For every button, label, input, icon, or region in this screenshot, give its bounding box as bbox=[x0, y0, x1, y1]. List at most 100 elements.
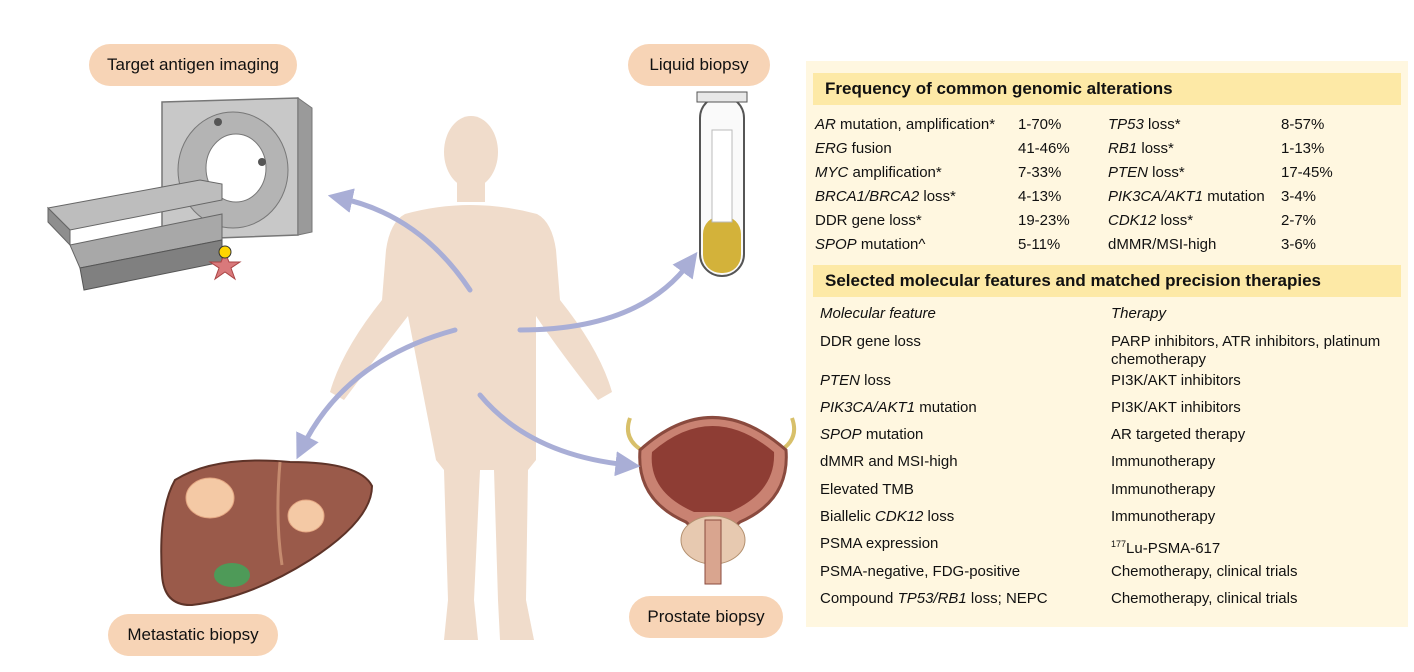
frequency-value: 4-13% bbox=[1018, 188, 1062, 205]
feature-text: loss; NEPC bbox=[966, 590, 1048, 607]
gene-name: BRCA1/BRCA2 bbox=[815, 188, 920, 205]
human-body-silhouette bbox=[330, 116, 612, 640]
frequency-value: 19-23% bbox=[1018, 212, 1070, 229]
gene-name: MYC bbox=[815, 164, 849, 181]
alteration-text: amplification* bbox=[848, 164, 942, 181]
alteration-frequency: 3-6% bbox=[1281, 236, 1316, 254]
alteration-name: BRCA1/BRCA2 loss* bbox=[815, 188, 956, 206]
gene-name: PTEN bbox=[1108, 164, 1149, 181]
alteration-text: loss* bbox=[1143, 116, 1181, 133]
alteration-frequency: 3-4% bbox=[1281, 188, 1316, 206]
alteration-frequency: 41-46% bbox=[1018, 140, 1070, 158]
gene-name: PIK3CA/AKT1 bbox=[820, 399, 916, 416]
therapy-text: Immunotherapy bbox=[1111, 508, 1216, 525]
alteration-frequency: 5-11% bbox=[1018, 236, 1060, 254]
alteration-name: TP53 loss* bbox=[1108, 116, 1181, 134]
therapy-text: AR targeted therapy bbox=[1111, 426, 1246, 443]
molecular-feature: SPOP mutation bbox=[820, 426, 923, 444]
therapy-text: PARP inhibitors, ATR inhibitors, platinu… bbox=[1111, 333, 1381, 350]
molecular-feature: PSMA-negative, FDG-positive bbox=[820, 563, 1020, 581]
therapy: AR targeted therapy bbox=[1111, 426, 1245, 444]
feature-text: mutation bbox=[861, 426, 924, 443]
illustration bbox=[46, 91, 797, 640]
alteration-name: MYC amplification* bbox=[815, 164, 942, 182]
arrow-to-metastatic-biopsy bbox=[296, 327, 458, 460]
liver-illustration bbox=[160, 459, 374, 607]
alteration-text: fusion bbox=[847, 140, 892, 157]
molecular-feature: PTEN loss bbox=[820, 372, 891, 390]
feature-text: mutation bbox=[915, 399, 977, 416]
molecular-feature: dMMR and MSI-high bbox=[820, 453, 958, 471]
therapy-text: Chemotherapy, clinical trials bbox=[1111, 590, 1298, 607]
therapy-text: Immunotherapy bbox=[1111, 481, 1216, 498]
gene-name: RB1 bbox=[1108, 140, 1138, 157]
alteration-text: mutation bbox=[1203, 188, 1265, 205]
alteration-text: mutation, amplification* bbox=[835, 116, 996, 133]
alteration-frequency: 1-70% bbox=[1018, 116, 1061, 134]
frequency-value: 41-46% bbox=[1018, 140, 1070, 157]
alteration-text: loss* bbox=[1148, 164, 1185, 181]
therapy: PARP inhibitors, ATR inhibitors, platinu… bbox=[1111, 333, 1380, 351]
frequency-value: 17-45% bbox=[1281, 164, 1333, 181]
gene-name: CDK12 bbox=[875, 508, 924, 525]
feature-text: DDR gene loss bbox=[820, 333, 921, 350]
prostate-biopsy-label: Prostate biopsy bbox=[629, 596, 783, 638]
alteration-text: DDR gene loss* bbox=[815, 212, 922, 229]
metastatic-biopsy-label: Metastatic biopsy bbox=[108, 614, 278, 656]
therapy-column-header: Therapy bbox=[1111, 305, 1167, 322]
feature-text: loss bbox=[860, 372, 891, 389]
therapy: Immunotherapy bbox=[1111, 453, 1215, 471]
feature-text: Compound bbox=[820, 590, 898, 607]
alteration-text: dMMR/MSI-high bbox=[1108, 236, 1217, 253]
therapy: PI3K/AKT inhibitors bbox=[1111, 399, 1241, 417]
info-panel bbox=[806, 61, 1408, 627]
frequency-value: 3-4% bbox=[1281, 188, 1317, 205]
molecular-feature: Compound TP53/RB1 loss; NEPC bbox=[820, 590, 1048, 608]
alteration-text: loss* bbox=[1156, 212, 1194, 229]
arrow-to-imaging bbox=[327, 188, 473, 293]
workflow-arrows bbox=[296, 188, 698, 477]
alteration-name: SPOP mutation^ bbox=[815, 236, 925, 254]
gene-name: AR bbox=[815, 116, 836, 133]
gene-name: TP53/RB1 bbox=[897, 590, 967, 607]
liquid-biopsy-tube-illustration bbox=[696, 91, 748, 277]
therapy-text: PI3K/AKT inhibitors bbox=[1111, 399, 1241, 416]
therapy: Chemotherapy, clinical trials bbox=[1111, 563, 1297, 581]
feature-text: Elevated TMB bbox=[820, 481, 914, 498]
liquid-biopsy-label: Liquid biopsy bbox=[628, 44, 770, 86]
alteration-frequency: 19-23% bbox=[1018, 212, 1070, 230]
target-antigen-imaging-label: Target antigen imaging bbox=[89, 44, 297, 86]
frequency-section-title: Frequency of common genomic alterations bbox=[813, 73, 1401, 105]
frequency-value: 8-57% bbox=[1281, 116, 1325, 133]
alteration-name: ERG fusion bbox=[815, 140, 892, 158]
molecular-feature: PSMA expression bbox=[820, 535, 938, 553]
alteration-frequency: 2-7% bbox=[1281, 212, 1316, 230]
alteration-frequency: 4-13% bbox=[1018, 188, 1061, 206]
alteration-name: PIK3CA/AKT1 mutation bbox=[1108, 188, 1265, 206]
alteration-frequency: 17-45% bbox=[1281, 164, 1333, 182]
therapy: PI3K/AKT inhibitors bbox=[1111, 372, 1241, 390]
molecular-feature: PIK3CA/AKT1 mutation bbox=[820, 399, 977, 417]
alteration-name: AR mutation, amplification* bbox=[815, 116, 995, 134]
gene-name: PTEN bbox=[820, 372, 861, 389]
alteration-text: mutation^ bbox=[856, 236, 926, 253]
gene-name: CDK12 bbox=[1108, 212, 1157, 229]
gene-name: PIK3CA/AKT1 bbox=[1108, 188, 1204, 205]
feature-text: PSMA-negative, FDG-positive bbox=[820, 563, 1021, 580]
feature-text: dMMR and MSI-high bbox=[820, 453, 958, 470]
therapy: 177Lu-PSMA-617 bbox=[1111, 535, 1220, 558]
gene-name: SPOP bbox=[815, 236, 857, 253]
frequency-value: 1-13% bbox=[1281, 140, 1325, 157]
feature-column-header: Molecular feature bbox=[820, 305, 936, 322]
feature-text: Biallelic bbox=[820, 508, 876, 525]
alteration-frequency: 7-33% bbox=[1018, 164, 1061, 182]
therapy-continued: chemotherapy bbox=[1111, 351, 1206, 369]
alteration-frequency: 1-13% bbox=[1281, 140, 1324, 158]
therapy-text: Chemotherapy, clinical trials bbox=[1111, 563, 1298, 580]
therapy-text: PI3K/AKT inhibitors bbox=[1111, 372, 1241, 389]
gene-name: ERG bbox=[815, 140, 848, 157]
isotope-superscript: 177 bbox=[1111, 539, 1127, 549]
feature-text: PSMA expression bbox=[820, 535, 939, 552]
frequency-value: 1-70% bbox=[1018, 116, 1062, 133]
alteration-name: CDK12 loss* bbox=[1108, 212, 1193, 230]
